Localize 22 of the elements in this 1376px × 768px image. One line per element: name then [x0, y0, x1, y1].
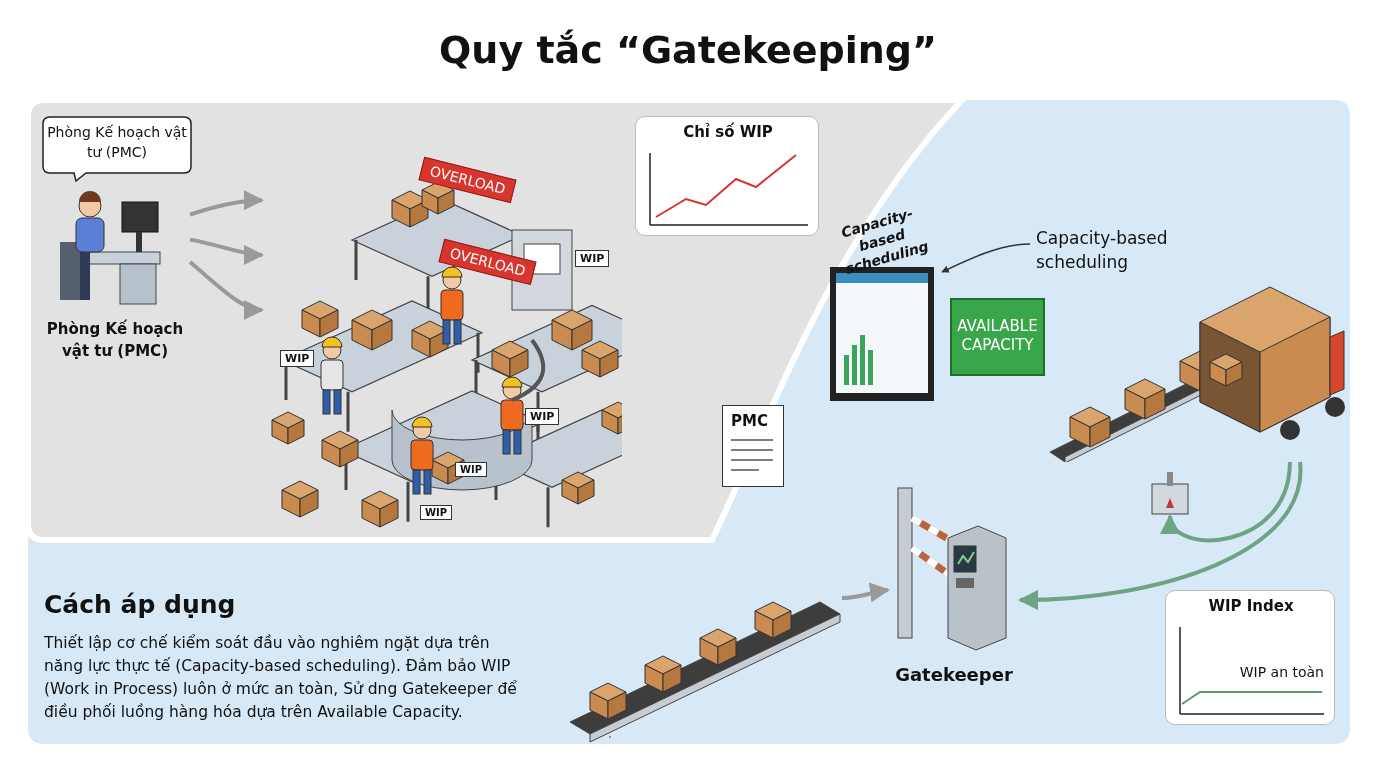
tag: WIP	[575, 250, 610, 267]
arrow	[188, 260, 264, 319]
arrow	[189, 190, 264, 217]
chart-title: Chỉ số WIP	[682, 123, 774, 141]
document: PMC	[722, 405, 784, 487]
paragraph: Thiết lập cơ chế kiểm soát đầu vào nghiêm ngặt dựa trên năng lực thực tế (Capacity-based scheduling). Đảm bảo WIP (Work in Process) luôn ở mức an toàn, Sử dng Gatekeeper để điều phối luồng hàng hóa dựa trên Available Capacity.	[44, 633, 518, 723]
node-label: Phòng Kế hoạch vật tư (PMC)	[45, 319, 185, 362]
arrow	[941, 243, 1031, 273]
chart-title: WIP Index	[1207, 597, 1295, 615]
sign: AVAILABLE CAPACITY	[950, 298, 1045, 376]
node-label: Gatekeeper	[894, 664, 1014, 686]
tag: WIP	[525, 408, 560, 425]
arrow	[841, 582, 890, 603]
callout-text: Capacity-based scheduling	[1030, 226, 1190, 278]
speech-bubble: Phòng Kế hoạch vật tư (PMC)	[42, 116, 192, 182]
arrow	[189, 237, 264, 265]
tag: WIP	[420, 505, 453, 520]
tag: WIP	[280, 350, 315, 367]
chart-label: WIP an toàn	[1239, 664, 1324, 680]
title: Quy tắc “Gatekeeping”	[438, 28, 938, 72]
tag: WIP	[455, 462, 488, 477]
heading: Cách áp dụng	[44, 590, 236, 619]
